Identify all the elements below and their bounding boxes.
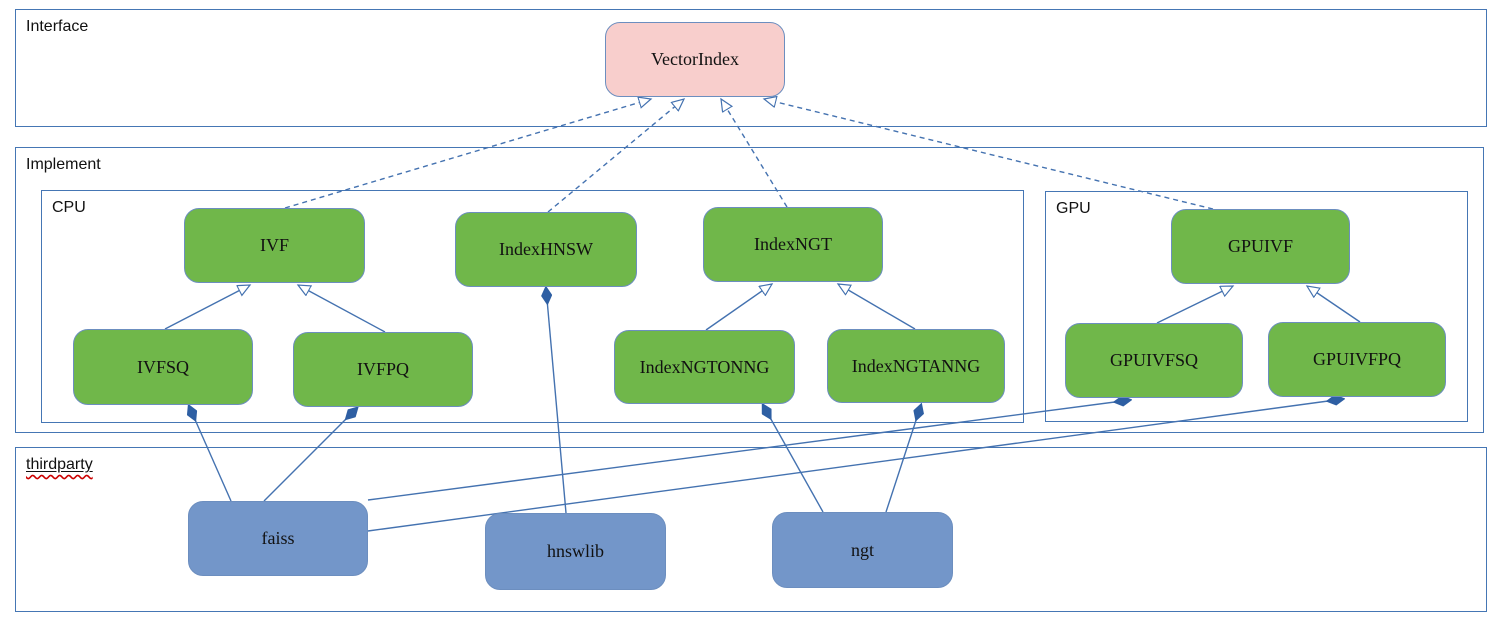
- node-ivfsq[interactable]: IVFSQ: [73, 329, 253, 405]
- edge-ivfpq-extends-ivf: [298, 285, 386, 333]
- edge-ivfsq-composes-faiss: [189, 406, 232, 502]
- node-vectorindex[interactable]: VectorIndex: [605, 22, 785, 97]
- section-cpu-label: CPU: [52, 199, 86, 216]
- node-indexhnsw-label: IndexHNSW: [499, 239, 593, 259]
- node-gpuivf[interactable]: GPUIVF: [1171, 209, 1350, 284]
- node-gpuivfsq[interactable]: GPUIVFSQ: [1065, 323, 1243, 398]
- edge-gpuivfpq-extends-gpuivf: [1307, 286, 1361, 323]
- node-indexngtonng-label: IndexNGTONNG: [639, 356, 770, 377]
- node-hnswlib[interactable]: hnswlib: [485, 513, 666, 590]
- node-vectorindex-label: VectorIndex: [651, 49, 739, 69]
- node-gpuivf-label: GPUIVF: [1227, 236, 1293, 256]
- edge-ivf-realizes-vectorindex: [284, 99, 651, 209]
- node-faiss-label: faiss: [261, 528, 295, 548]
- edge-indexngtanng-extends-indexngt: [838, 284, 916, 330]
- edge-indexhnsw-composes-hnswlib: [546, 288, 567, 514]
- node-ivfpq-label: IVFPQ: [356, 359, 409, 379]
- edge-indexhnsw-realizes-vectorindex: [547, 99, 684, 213]
- edge-gpuivf-realizes-vectorindex: [764, 99, 1214, 210]
- node-gpuivfsq-label: GPUIVFSQ: [1109, 350, 1199, 370]
- node-hnswlib-label: hnswlib: [546, 541, 604, 561]
- node-faiss[interactable]: faiss: [188, 501, 368, 576]
- node-ivfsq-label: IVFSQ: [136, 356, 189, 377]
- node-indexhnsw[interactable]: IndexHNSW: [455, 212, 637, 287]
- edge-indexngtonng-extends-indexngt: [705, 284, 772, 331]
- node-ngt-label: ngt: [850, 539, 874, 560]
- node-indexngt[interactable]: IndexNGT: [703, 207, 883, 282]
- edge-gpuivfsq-composes-faiss: [367, 400, 1130, 501]
- node-gpuivfpq[interactable]: GPUIVFPQ: [1268, 322, 1446, 397]
- section-cpu[interactable]: CPU: [41, 190, 1024, 423]
- edge-gpuivfsq-extends-gpuivf: [1156, 286, 1233, 324]
- node-indexngt-label: IndexNGT: [754, 234, 832, 254]
- node-indexngtonng[interactable]: IndexNGTONNG: [614, 330, 795, 404]
- section-implement[interactable]: Implement: [15, 147, 1484, 433]
- edge-indexngt-realizes-vectorindex: [721, 99, 788, 208]
- node-gpuivfpq-label: GPUIVFPQ: [1312, 349, 1402, 369]
- section-gpu[interactable]: GPU: [1045, 191, 1468, 422]
- section-implement-label: Implement: [26, 156, 101, 173]
- node-ngt[interactable]: ngt: [772, 512, 953, 588]
- node-ivf-label: IVF: [259, 235, 289, 255]
- node-ivfpq[interactable]: IVFPQ: [293, 332, 473, 407]
- node-indexngtanng-label: IndexNGTANNG: [851, 355, 981, 376]
- section-gpu-label: GPU: [1056, 200, 1091, 217]
- section-thirdparty-label: thirdparty: [26, 456, 93, 474]
- edge-ivfsq-extends-ivf: [164, 285, 250, 330]
- section-interface[interactable]: Interface: [15, 9, 1487, 127]
- node-indexngtanng[interactable]: IndexNGTANNG: [827, 329, 1005, 403]
- node-ivf[interactable]: IVF: [184, 208, 365, 283]
- edge-gpuivfpq-composes-faiss: [367, 399, 1343, 532]
- edge-ivfpq-composes-faiss: [263, 408, 357, 502]
- section-thirdparty[interactable]: thirdparty: [15, 447, 1487, 612]
- section-thirdparty-label-text: thirdparty: [26, 456, 93, 473]
- edge-indexngtonng-composes-ngt: [763, 405, 824, 513]
- section-interface-label: Interface: [26, 18, 89, 35]
- edge-indexngtanng-composes-ngt: [885, 405, 921, 513]
